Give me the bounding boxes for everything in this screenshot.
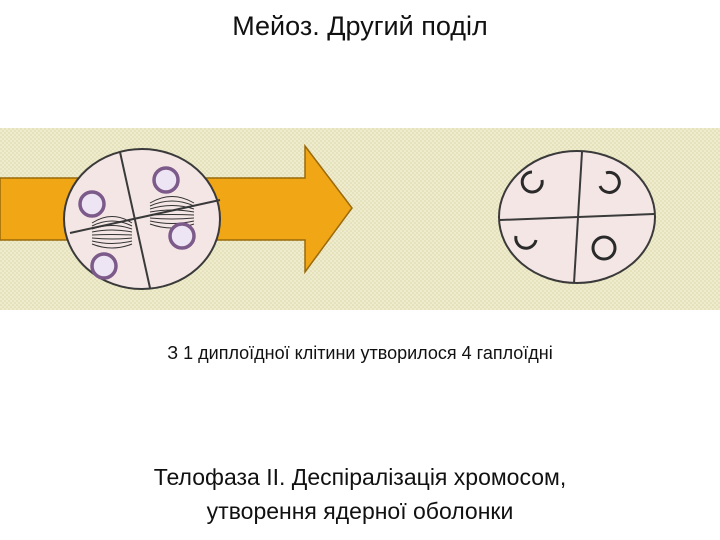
dividing-cell-left [63, 148, 221, 290]
slide-title: Мейоз. Другий поділ [232, 11, 488, 41]
phase-description-line-2: утворення ядерної оболонки [206, 498, 514, 524]
phase-description: Телофаза ІІ. Деспіралізація хромосом, ут… [60, 460, 660, 528]
four-haploid-cells [498, 150, 656, 284]
caption: З 1 диплоїдної клітини утворилося 4 гапл… [167, 343, 553, 363]
phase-description-line-1: Телофаза ІІ. Деспіралізація хромосом, [153, 464, 567, 490]
nucleus [591, 235, 617, 261]
nucleus [168, 222, 196, 250]
nucleus [598, 170, 621, 194]
nucleus [152, 166, 180, 194]
nucleus [520, 170, 544, 194]
nucleus [514, 235, 538, 250]
nucleus [90, 252, 118, 280]
meiosis-illustration [0, 128, 720, 310]
nucleus [78, 190, 106, 218]
